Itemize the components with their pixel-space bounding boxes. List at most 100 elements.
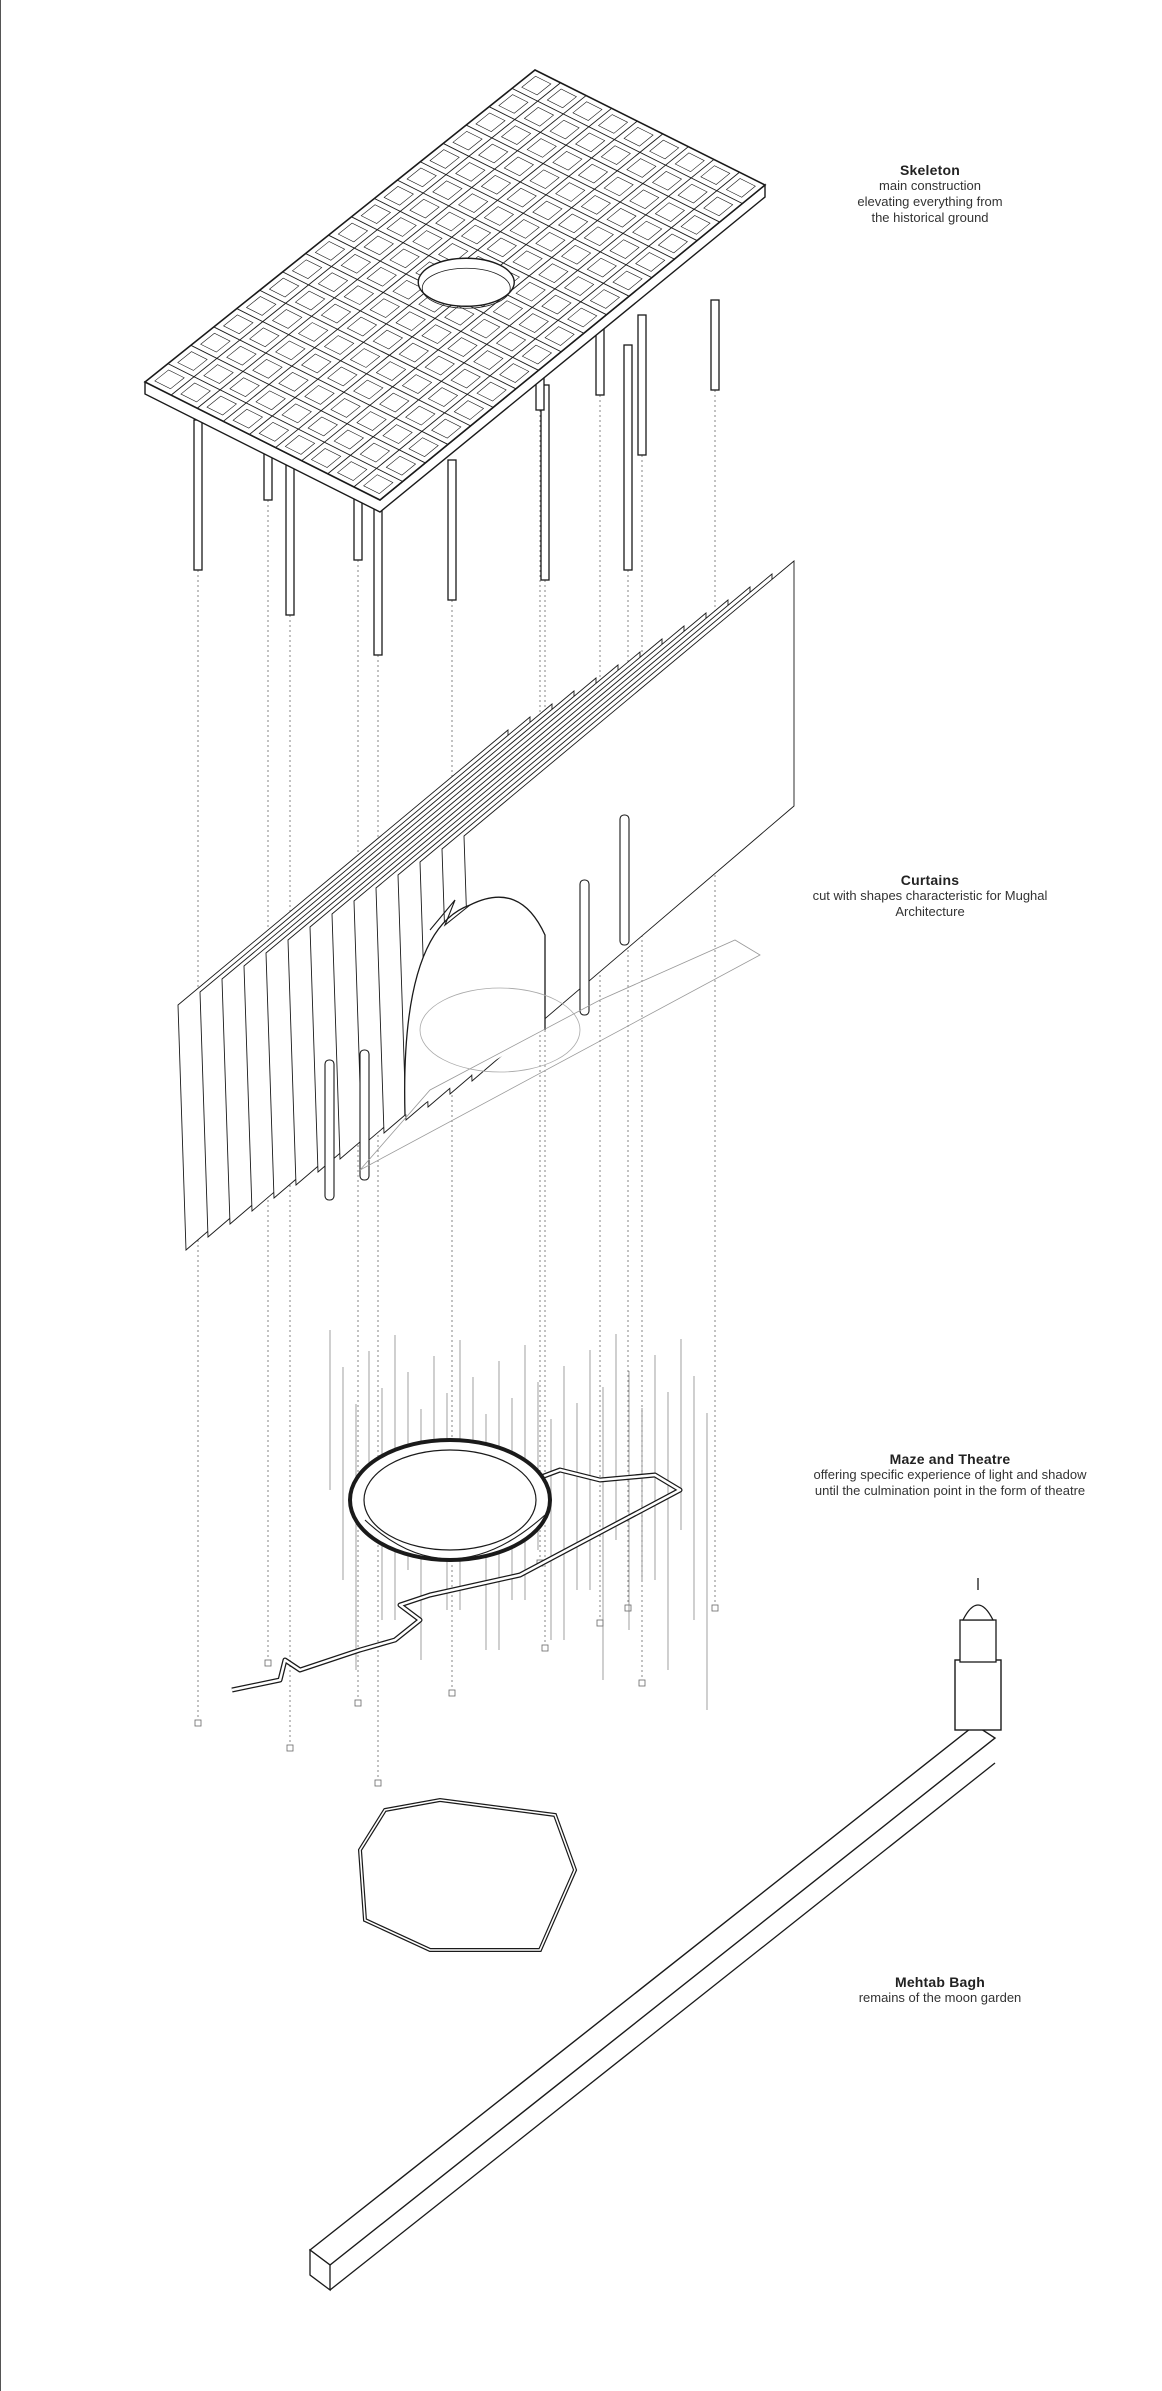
tower-upper [959,1619,997,1663]
roof-grid-line [259,289,494,408]
curtain-arch [404,896,546,1116]
roof-coffer [359,442,391,463]
roof-coffer [382,424,413,444]
roof-coffer [583,226,614,246]
roof-coffer [515,281,546,302]
roof-coffer [385,455,417,476]
roof-coffer [363,235,394,256]
roof-coffer [301,353,332,374]
roof-coffer [453,400,485,420]
tower-dome [961,1604,995,1621]
left-border [0,0,1,2391]
roof-coffer [455,162,486,182]
alignment-marker [711,1604,719,1612]
roof-coffer [429,149,460,169]
label-maze-theatre: Maze and Theatre offering specific exper… [770,1451,1130,1499]
roof-coffer [512,250,543,271]
roof-coffer [572,101,603,121]
roof-coffer [252,358,283,379]
skeleton-column [285,454,295,616]
curtain-slot [324,1059,335,1201]
roof-coffer [206,395,237,416]
roof-coffer [629,189,660,210]
roof-oculus [417,257,515,307]
roof-grid-line [236,308,471,427]
maze-title: Maze and Theatre [889,1451,1011,1467]
roof-coffer [386,217,417,237]
roof-coffer [538,263,569,283]
roof-coffer [521,344,553,365]
alignment-marker [541,1644,549,1652]
curtain-arch-teeth [429,899,471,931]
label-mehtab-bagh: Mehtab Bagh remains of the moon garden [770,1974,1110,2006]
roof-coffer [310,448,342,468]
roof-grid-line [443,143,675,260]
roof-coffer [544,326,575,346]
roof-coffer [623,126,654,147]
roof-coffer [555,182,586,202]
roof-coffer [405,405,436,426]
roof-coffer [654,202,685,222]
maze-and-theatre-layer [231,1330,708,1710]
roof-coffer [523,107,555,127]
roof-coffer [473,350,504,370]
roof-coffer [552,151,583,171]
roof-grid-line [213,326,449,445]
roof-coffer [271,309,303,329]
roof-coffer [200,332,231,353]
roof-coffer [495,331,527,352]
roof-coffer [677,183,708,204]
roof-coffer [307,416,338,437]
roof-coffer [586,257,617,278]
theatre-base [364,1514,546,1560]
roof-grid-line [374,198,607,316]
roof-coffer [258,421,290,442]
alignment-marker [448,1689,456,1697]
roof-coffer [535,232,566,252]
roof-grid-line [397,179,630,297]
roof-grid-line [353,171,740,488]
roof-coffer [360,204,392,224]
curtain-plan-circle [419,987,581,1073]
roof-coffer [447,337,478,357]
roof-coffer [499,363,530,383]
roof-coffer [549,119,580,140]
roof-coffer [424,355,455,376]
alignment-marker [264,1659,272,1667]
roof-coffer [674,152,705,173]
roof-coffer [284,435,316,455]
roof-coffer [532,200,563,221]
skeleton-title: Skeleton [900,162,960,178]
roof-coffer [330,398,361,418]
mehtab-bagh-layer [308,1578,1002,2292]
roof-coffer [649,139,680,160]
roof-coffer [255,390,286,411]
curtain-plan-outline [359,939,761,1171]
roof-coffer [369,298,400,318]
roof-coffer [154,369,185,390]
skeleton-column [637,314,647,456]
roof-coffer [475,112,506,133]
roof-coffer [541,294,572,315]
roof-grid-line [167,363,403,482]
roof-coffer [432,180,463,201]
roof-grid-line [465,124,698,241]
roof-coffer [567,307,598,328]
roof-coffer [177,351,208,371]
label-curtains: Curtains cut with shapes characteristic … [760,872,1100,920]
roof-coffer [635,252,666,272]
roof-coffer [470,318,501,339]
alignment-marker [374,1779,382,1787]
moon-garden-octagon-inner [359,1799,576,1951]
roof-coffer [314,241,346,261]
roof-grid-line [282,271,517,390]
roof-grid-line [420,161,652,279]
roof-coffer [703,196,734,217]
garden-wall-bottom [329,1762,996,2291]
skeleton-column [623,344,633,571]
alignment-marker [638,1679,646,1687]
roof-coffer [398,342,429,363]
roof-coffer [518,313,549,333]
roof-coffer [317,272,349,292]
